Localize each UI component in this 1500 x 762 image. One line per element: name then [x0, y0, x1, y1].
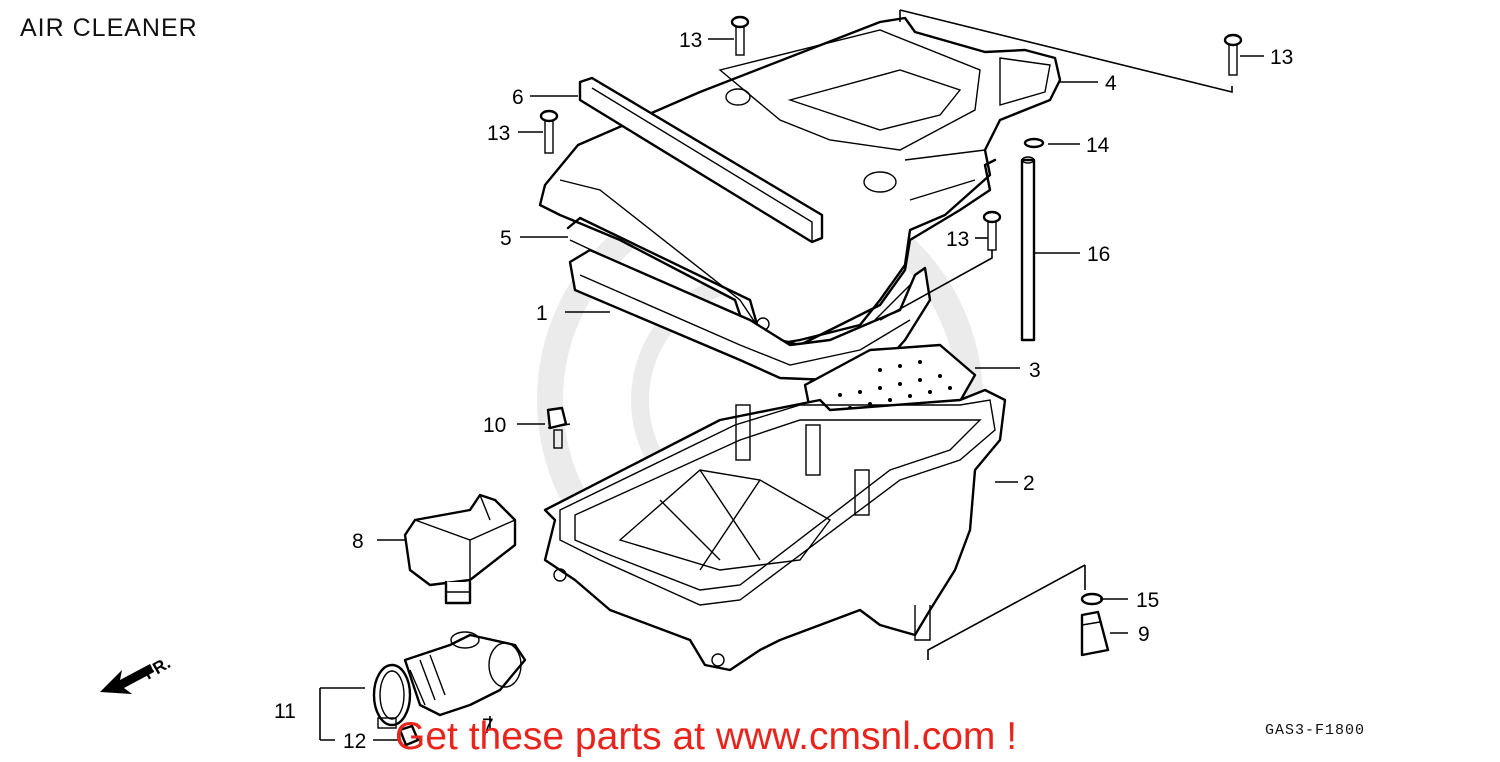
front-direction-arrow: FR.: [100, 653, 174, 694]
callout-13-right: 13: [1270, 46, 1293, 69]
band-part-11[interactable]: [372, 663, 412, 729]
screw-part-13-left[interactable]: [539, 109, 559, 154]
callout-7: 7: [482, 715, 494, 738]
band-screw-part-12[interactable]: [398, 724, 420, 747]
promo-banner-link[interactable]: Get these parts at www.cmsnl.com !: [395, 715, 1018, 758]
callout-labels: 1 2 3 4 5 6 7 8 9 10 11 12 13 13 13 13 1…: [274, 29, 1293, 753]
front-label: FR.: [141, 653, 174, 683]
callout-10: 10: [483, 414, 506, 437]
callout-16: 16: [1087, 243, 1110, 266]
screw-part-13-mid[interactable]: [982, 210, 1002, 251]
callout-15: 15: [1136, 589, 1159, 612]
tube-part-7[interactable]: [403, 631, 527, 717]
clip-part-14[interactable]: [1023, 137, 1045, 149]
assembly-bracket-lines: [319, 9, 1233, 741]
callout-3: 3: [1029, 359, 1041, 382]
callout-9: 9: [1138, 623, 1150, 646]
callout-11: 11: [274, 700, 296, 723]
callout-2: 2: [1023, 472, 1035, 495]
drawing-reference-code: GAS3-F1800: [1265, 722, 1366, 739]
callout-12: 12: [343, 730, 366, 753]
drain-cap-part-9[interactable]: [1080, 610, 1110, 657]
callout-13-mid: 13: [946, 228, 969, 251]
foam-strip-part-6[interactable]: [578, 76, 824, 244]
clip-part-15[interactable]: [1080, 592, 1104, 606]
case-part-2[interactable]: [543, 388, 1007, 672]
drain-tube-part-16[interactable]: [1020, 156, 1036, 342]
callout-4: 4: [1105, 72, 1117, 95]
callout-14: 14: [1086, 134, 1110, 157]
chamber-part-8[interactable]: [403, 493, 517, 605]
callout-13-left: 13: [487, 122, 510, 145]
callout-6: 6: [512, 86, 524, 109]
callout-1: 1: [536, 302, 548, 325]
callout-8: 8: [352, 530, 364, 553]
bolt-part-10[interactable]: [546, 406, 571, 449]
cover-part-4[interactable]: [538, 16, 1062, 347]
diagram-title: AIR CLEANER: [20, 14, 198, 42]
callout-13-top: 13: [679, 29, 702, 52]
screw-part-13-right[interactable]: [1223, 33, 1243, 76]
element-part-1[interactable]: [568, 248, 932, 382]
callout-5: 5: [500, 227, 512, 250]
screw-part-13-top[interactable]: [730, 15, 750, 56]
callout-leaders: [373, 38, 1264, 741]
